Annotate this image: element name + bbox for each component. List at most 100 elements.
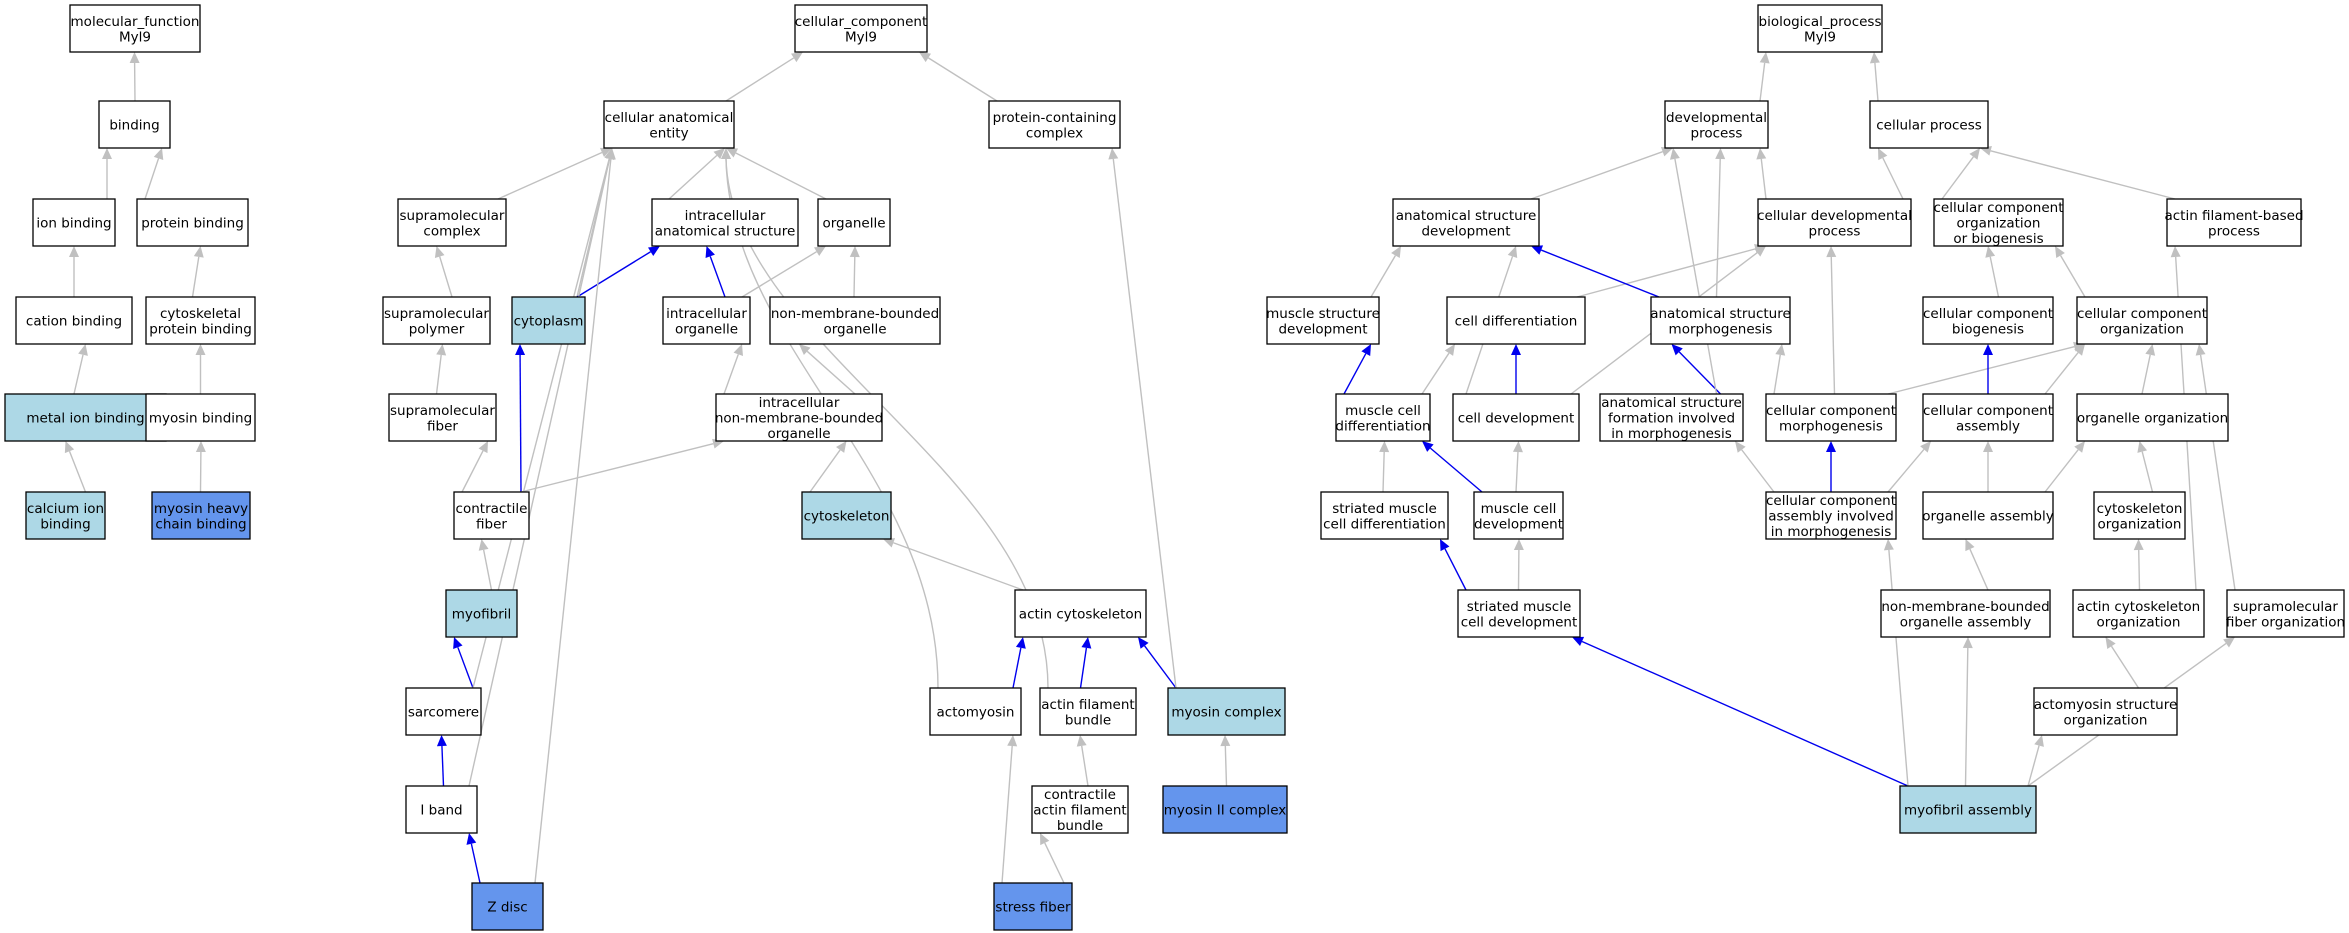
node-label: cellular anatomical — [605, 110, 734, 126]
node-box — [471, 882, 544, 931]
node-box — [651, 198, 799, 247]
edge-cca-to-ccb — [1983, 344, 1993, 394]
edge-ma-to-nmboa — [1962, 637, 1973, 787]
node-box — [15, 296, 133, 345]
node-label: contractile — [1044, 787, 1116, 803]
node-box — [25, 491, 106, 540]
node-label: complex — [423, 223, 480, 239]
node-oa: organelle assembly — [1922, 491, 2054, 540]
node-box — [2072, 589, 2205, 638]
node-binding: binding — [98, 100, 171, 149]
node-stress-fiber: stress fiber — [993, 882, 1073, 931]
node-box — [1922, 491, 2054, 540]
edge-ias-to-cae — [668, 148, 725, 200]
node-label: chain binding — [155, 516, 246, 532]
node-box — [1933, 198, 2064, 247]
node-label: morphogenesis — [1669, 321, 1773, 337]
node-label: organelle assembly — [1900, 614, 2031, 630]
edge-smcdev-to-mcdev — [1513, 539, 1524, 591]
edge-myosin_ii_complex-to-myosin_complex — [1220, 735, 1231, 787]
node-protein-binding: protein binding — [136, 198, 249, 247]
node-label: actomyosin — [937, 705, 1015, 721]
node-box — [1757, 198, 1912, 247]
node-box — [993, 882, 1073, 931]
node-box — [1650, 296, 1791, 345]
node-label: muscle cell — [1345, 403, 1421, 419]
node-label: organization — [2100, 321, 2184, 337]
edge-contractile_afb-to-actin_filament_bundle — [1076, 735, 1089, 787]
edge-smcdev-to-smcd — [1440, 539, 1467, 591]
node-label: cellular component — [2077, 306, 2207, 322]
edge-myosin_heavy_chain_binding-to-myosin_binding — [195, 441, 206, 493]
node-box — [69, 4, 201, 53]
edge-cellular_process-to-bp — [1869, 52, 1880, 102]
node-cell-differentiation: cell differentiation — [1446, 296, 1586, 345]
edge-stress_fiber-to-contractile_afb — [1040, 833, 1065, 884]
edge-nmbo-to-organelle — [849, 246, 860, 298]
node-box — [1765, 393, 1897, 442]
edge-asm-to-developmental_process — [1715, 148, 1726, 298]
edge-actin_cytoskeleton-to-cytoskeleton — [883, 538, 1024, 591]
node-label: actin cytoskeleton — [2077, 599, 2200, 615]
node-label: cytoskeletal — [160, 306, 241, 322]
edge-calcium_ion_binding-to-metal_ion_binding — [64, 441, 87, 493]
node-box — [397, 198, 507, 247]
node-label: anatomical structure — [1601, 395, 1742, 411]
node-box — [817, 198, 891, 247]
node-box — [98, 100, 171, 149]
node-label: actin filament — [1033, 803, 1126, 819]
node-label: myofibril assembly — [1904, 803, 2032, 819]
node-box — [4, 393, 167, 442]
edge-myosin_complex-to-actin_cytoskeleton — [1138, 637, 1177, 689]
node-label: non-membrane-bounded — [1881, 599, 2049, 615]
edge-contractile_fiber-to-supramolecular_fiber — [461, 441, 488, 493]
node-label: organelle — [822, 216, 885, 232]
edge-layer — [64, 52, 2236, 884]
edge-intracellular_organelle-to-organelle — [741, 246, 826, 298]
node-label: development — [1474, 516, 1563, 532]
node-label: bundle — [1057, 818, 1103, 834]
edge-msd-to-asd — [1370, 246, 1401, 298]
node-box — [929, 687, 1022, 736]
node-label: Z disc — [487, 900, 527, 916]
edge-supramolecular_fiber-to-supramolecular_polymer — [435, 344, 447, 395]
node-box — [445, 589, 518, 638]
edge-ccaim-to-ccm — [1826, 441, 1836, 492]
node-myosin-ii-complex: myosin II complex — [1162, 785, 1288, 834]
node-box — [1880, 589, 2051, 638]
node-label: process — [2208, 223, 2260, 239]
node-label: anatomical structure — [1650, 306, 1791, 322]
node-box — [1457, 589, 1581, 638]
node-label: cellular component — [1923, 306, 2053, 322]
node-label: protein binding — [141, 216, 244, 232]
node-label: cation binding — [26, 314, 122, 330]
node-label: cellular component — [1766, 493, 1896, 509]
node-box — [32, 198, 116, 247]
node-label: supramolecular — [2233, 599, 2338, 615]
node-label: molecular_function — [71, 14, 200, 30]
node-box — [769, 296, 941, 345]
edge-cytoplasm-to-ias — [576, 246, 660, 298]
node-label: myofibril — [452, 607, 512, 623]
node-box — [1266, 296, 1380, 345]
node-box — [1014, 589, 1147, 638]
node-cellular-process: cellular process — [1869, 100, 1989, 149]
node-label: cellular developmental — [1757, 208, 1912, 224]
node-box — [1757, 4, 1883, 53]
edge-ccob-to-cellular_process — [1941, 148, 1980, 200]
node-label: cellular component — [1766, 403, 1896, 419]
node-label: assembly — [1956, 418, 2020, 434]
node-box — [1922, 296, 2054, 345]
